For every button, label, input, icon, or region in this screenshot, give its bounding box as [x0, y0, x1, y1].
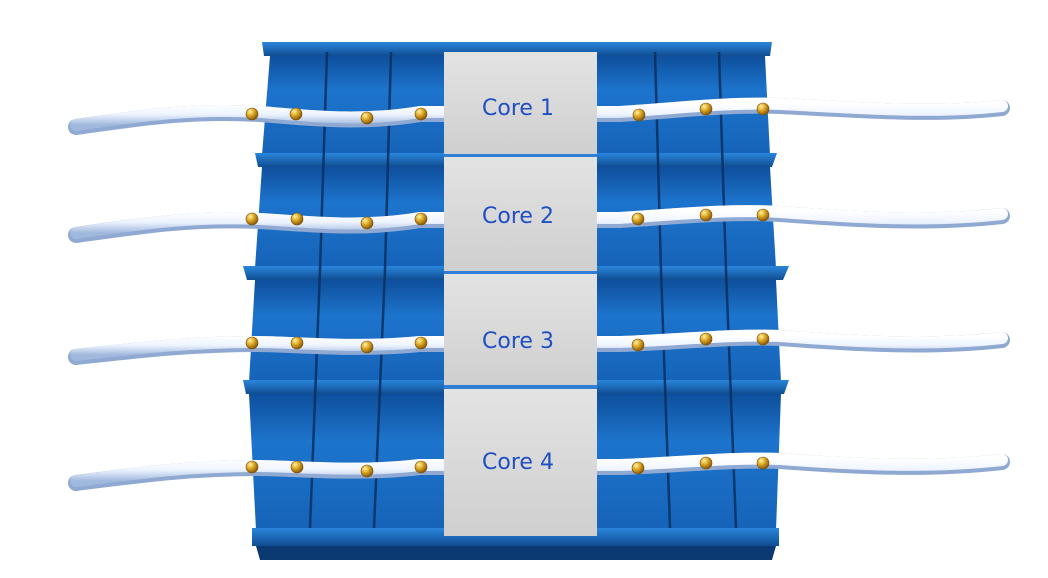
gold-bead-icon: [414, 460, 428, 474]
frame-base: [252, 528, 779, 546]
gold-bead-icon: [290, 336, 304, 350]
core-labels: Core 1 Core 2 Core 3 Core 4: [482, 96, 554, 475]
gold-bead-icon: [360, 111, 374, 125]
gold-bead-icon: [699, 208, 713, 222]
core-divider: [444, 385, 597, 389]
gold-bead-icon: [631, 461, 645, 475]
gold-bead-icon: [414, 107, 428, 121]
core-label-1: Core 1: [482, 96, 554, 121]
gold-bead-icon: [360, 464, 374, 478]
gold-bead-icon: [631, 338, 645, 352]
core-boxes: [444, 52, 597, 536]
core-box-1: [444, 52, 597, 154]
frame-ledge: [262, 42, 772, 56]
gold-bead-icon: [245, 107, 259, 121]
gold-bead-icon: [756, 456, 770, 470]
fiber-row-2: [68, 205, 1010, 243]
gold-beads: [245, 102, 770, 478]
gold-bead-icon: [289, 107, 303, 121]
frame-base-shadow: [256, 546, 776, 560]
fiber-row-4: [68, 452, 1010, 491]
gold-bead-icon: [699, 456, 713, 470]
core-box-2: [444, 157, 597, 271]
gold-bead-icon: [360, 216, 374, 230]
gold-bead-icon: [756, 332, 770, 346]
core-divider: [444, 154, 597, 157]
gold-bead-icon: [414, 212, 428, 226]
gold-bead-icon: [699, 102, 713, 116]
gold-bead-icon: [756, 102, 770, 116]
core-label-2: Core 2: [482, 204, 554, 229]
gold-bead-icon: [245, 212, 259, 226]
fiber-row-3: [68, 329, 1010, 365]
gold-bead-icon: [756, 208, 770, 222]
fiber-row-1: [68, 97, 1010, 135]
gold-bead-icon: [290, 212, 304, 226]
gold-bead-icon: [632, 108, 646, 122]
gold-bead-icon: [360, 340, 374, 354]
fibers: [68, 97, 1010, 491]
gold-bead-icon: [245, 336, 259, 350]
core-label-3: Core 3: [482, 329, 554, 354]
gold-bead-icon: [414, 336, 428, 350]
core-label-4: Core 4: [482, 450, 554, 475]
gold-bead-icon: [699, 332, 713, 346]
core-box-4: [444, 389, 597, 536]
gold-bead-icon: [631, 212, 645, 226]
gold-bead-icon: [245, 460, 259, 474]
core-divider: [444, 271, 597, 274]
gold-bead-icon: [290, 460, 304, 474]
core-box-3: [444, 274, 597, 385]
